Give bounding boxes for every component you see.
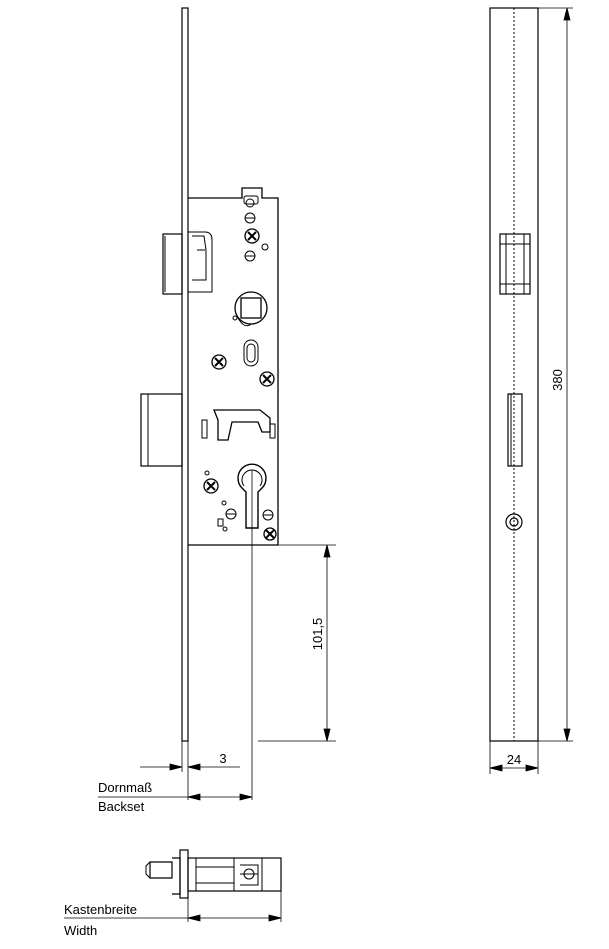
hook-lever bbox=[201, 409, 276, 441]
dimension-width bbox=[64, 891, 282, 922]
lock-front-view bbox=[140, 7, 279, 800]
screw-icon bbox=[244, 228, 260, 244]
upper-holes bbox=[243, 195, 269, 262]
screw-icon bbox=[203, 478, 219, 494]
dimension-24 bbox=[489, 741, 539, 774]
strike-plate-view bbox=[489, 7, 539, 742]
lock-bottom-view bbox=[145, 849, 282, 899]
width-label-en: Width bbox=[64, 923, 97, 938]
dimension-380-label: 380 bbox=[550, 369, 565, 391]
faceplate bbox=[181, 7, 189, 742]
screw-icon bbox=[211, 354, 227, 370]
dimension-24-label: 24 bbox=[507, 752, 521, 767]
dimension-3 bbox=[140, 741, 240, 800]
lock-case bbox=[188, 187, 279, 546]
dead-bolt bbox=[140, 393, 183, 467]
slot-oval bbox=[243, 339, 259, 367]
dimension-380 bbox=[538, 7, 573, 742]
screw-icon bbox=[263, 527, 277, 541]
dimension-3-label: 3 bbox=[219, 751, 226, 766]
dimension-backset bbox=[98, 793, 253, 801]
screw-icon bbox=[259, 371, 275, 387]
dimension-101-5-label: 101,5 bbox=[310, 618, 325, 651]
width-label-de: Kastenbreite bbox=[64, 902, 137, 917]
lower-holes bbox=[204, 470, 274, 532]
latch-bolt bbox=[162, 231, 213, 295]
backset-label-en: Backset bbox=[98, 799, 145, 814]
follower bbox=[232, 291, 268, 327]
backset-label-de: Dornmaß bbox=[98, 780, 152, 795]
dimension-101-5 bbox=[258, 544, 336, 742]
